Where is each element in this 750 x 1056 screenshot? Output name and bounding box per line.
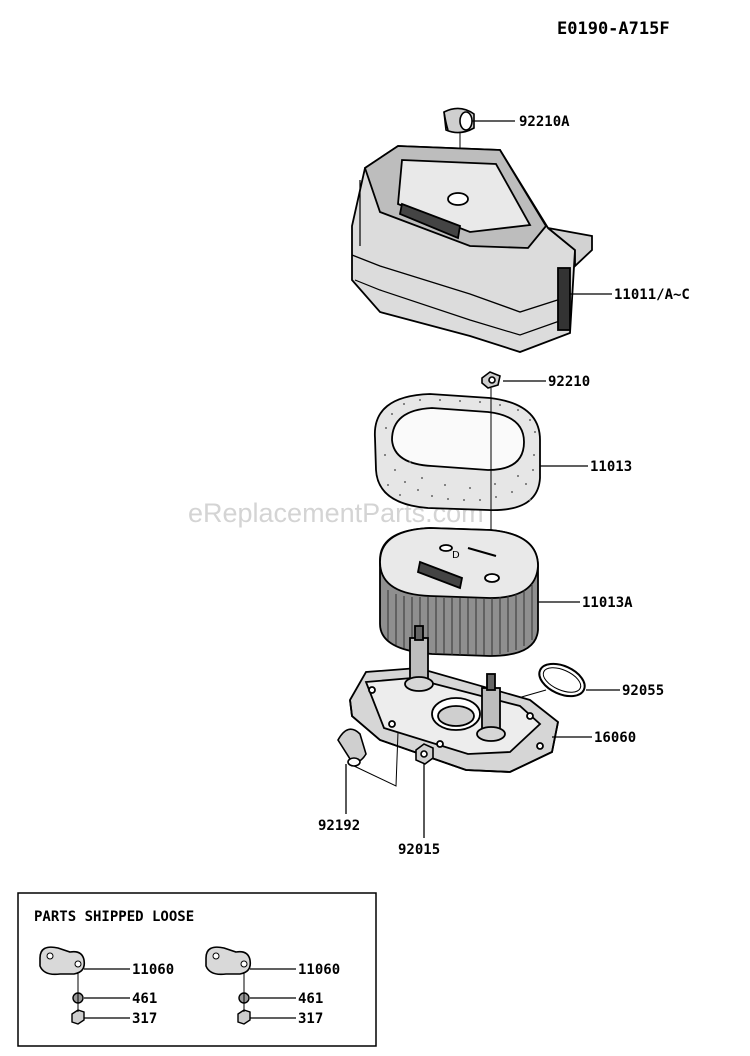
breather-tube-part — [337, 728, 367, 767]
nut-part — [237, 1009, 251, 1025]
label-92015: 92015 — [398, 842, 440, 858]
loose-set-right: 11060 461 317 — [205, 946, 340, 1027]
label-92210: 92210 — [548, 374, 590, 390]
foam-texture — [384, 399, 536, 501]
label-11013A: 11013A — [582, 595, 633, 611]
label-loose-right-11060: 11060 — [298, 962, 340, 978]
cap-knob-part — [443, 107, 475, 134]
label-11011: 11011/A~C — [614, 287, 690, 303]
label-92210A: 92210A — [519, 114, 570, 130]
loose-set-left: 11060 461 317 — [39, 946, 174, 1027]
label-loose-left-461: 461 — [132, 991, 157, 1007]
label-loose-left-11060: 11060 — [132, 962, 174, 978]
pre-cleaner-part — [374, 393, 541, 511]
air-cleaner-cover-part — [351, 145, 593, 353]
base-nut-part — [415, 743, 434, 765]
parts-shipped-loose-box — [17, 892, 377, 1047]
label-loose-left-317: 317 — [132, 1011, 157, 1027]
label-loose-right-317: 317 — [298, 1011, 323, 1027]
axis-line — [353, 731, 399, 787]
cover-nut-part — [481, 371, 501, 389]
pleat-lines — [387, 584, 533, 655]
box-title: PARTS SHIPPED LOOSE — [34, 909, 194, 925]
o-ring-part — [538, 662, 586, 698]
label-16060: 16060 — [594, 730, 636, 746]
nut-part — [71, 1009, 85, 1025]
svg-text:D: D — [452, 550, 460, 561]
label-loose-right-461: 461 — [298, 991, 323, 1007]
label-92055: 92055 — [622, 683, 664, 699]
label-11013: 11013 — [590, 459, 632, 475]
filter-element-part: D — [379, 527, 539, 657]
diagram-code: E0190-A715F — [557, 19, 670, 39]
base-plate-part — [349, 625, 559, 773]
axis-line — [517, 689, 547, 699]
label-92192: 92192 — [318, 818, 360, 834]
